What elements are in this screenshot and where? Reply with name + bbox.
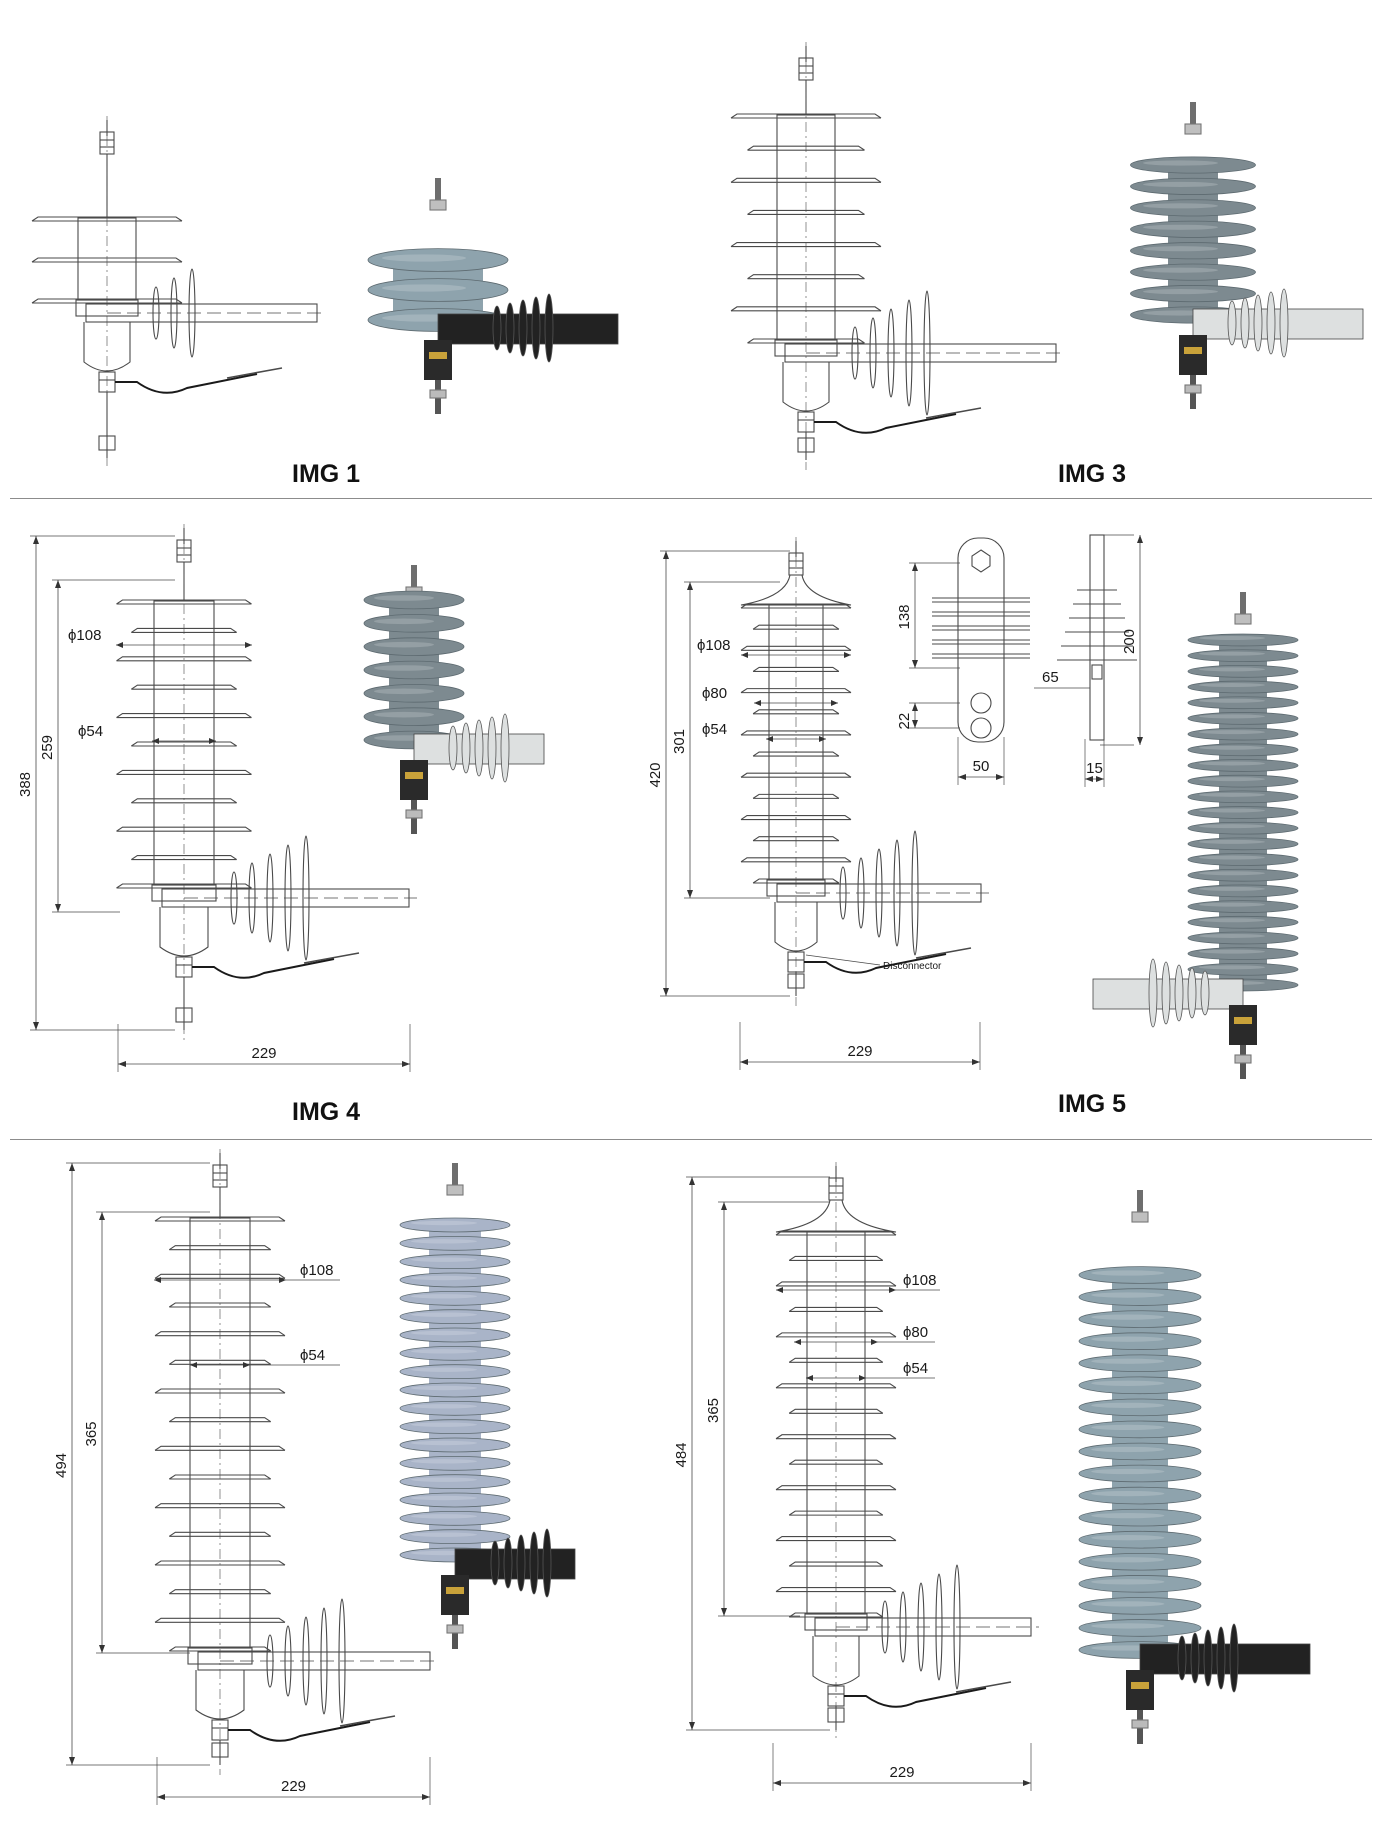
dim-img5-bracket-height: 138 — [896, 604, 913, 629]
dim-img5-side-thickness: 15 — [1086, 760, 1103, 777]
dim-img5-bracket-hole: 22 — [896, 713, 913, 730]
caption-img5: IMG 5 — [1058, 1090, 1127, 1118]
img5-bracket-front-view: 138 22 50 — [896, 537, 1030, 785]
img3-product-photo — [1130, 102, 1364, 409]
dim-img5-height-body: 301 — [671, 729, 688, 754]
dim-img7-d-inner: ϕ54 — [903, 1360, 928, 1377]
img6-line-drawing: 494 365 229 ϕ108 ϕ54 — [53, 1149, 438, 1805]
separator-2 — [10, 1139, 1372, 1140]
img1-line-drawing — [31, 116, 325, 468]
dim-img6-d-inner: ϕ54 — [300, 1347, 325, 1364]
dim-img7-height-body: 365 — [705, 1398, 722, 1423]
img4-line-drawing: 388 259 229 ϕ108 ϕ54 — [17, 524, 417, 1072]
dim-img5-height-total: 420 — [647, 762, 664, 787]
dim-img5-d-outer: ϕ108 — [697, 637, 730, 654]
dim-img7-height-total: 484 — [673, 1442, 690, 1467]
separator-1 — [10, 498, 1372, 499]
img4-product-photo — [363, 565, 545, 834]
dim-img4-height-total: 388 — [17, 772, 34, 797]
dim-img6-d-outer: ϕ108 — [300, 1262, 333, 1279]
img5-product-photo — [1092, 592, 1299, 1079]
dim-img5-d-mid: ϕ80 — [702, 685, 727, 702]
caption-img3: IMG 3 — [1058, 460, 1127, 488]
img1-product-photo — [367, 178, 619, 414]
dim-img6-height-total: 494 — [53, 1453, 70, 1478]
caption-img1: IMG 1 — [292, 460, 361, 488]
img7-line-drawing: 484 365 229 ϕ108 ϕ80 ϕ54 — [673, 1162, 1039, 1791]
dim-img5-bracket-width: 50 — [973, 758, 990, 775]
dim-img4-d-outer: ϕ108 — [68, 627, 101, 644]
dim-img7-d-outer: ϕ108 — [903, 1272, 936, 1289]
dim-img5-side-height: 200 — [1121, 629, 1138, 654]
dim-img6-width: 229 — [281, 1778, 306, 1795]
label-disconnector: Disconnector — [883, 961, 942, 972]
dim-img4-width: 229 — [251, 1045, 276, 1062]
dim-img5-d-inner: ϕ54 — [702, 721, 727, 738]
img5-bracket-side-view: 200 65 15 — [1034, 534, 1143, 787]
dim-img4-d-inner: ϕ54 — [78, 723, 103, 740]
img3-line-drawing — [730, 42, 1064, 470]
dim-img5-side-offset: 65 — [1042, 669, 1059, 686]
dim-img7-width: 229 — [889, 1764, 914, 1781]
dim-img5-width: 229 — [847, 1043, 872, 1060]
dim-img6-height-body: 365 — [83, 1421, 100, 1446]
img6-product-photo — [399, 1163, 576, 1649]
caption-img4: IMG 4 — [292, 1098, 361, 1126]
dim-img7-d-mid: ϕ80 — [903, 1324, 928, 1341]
img7-product-photo — [1078, 1190, 1311, 1744]
dim-img4-height-body: 259 — [39, 735, 56, 760]
